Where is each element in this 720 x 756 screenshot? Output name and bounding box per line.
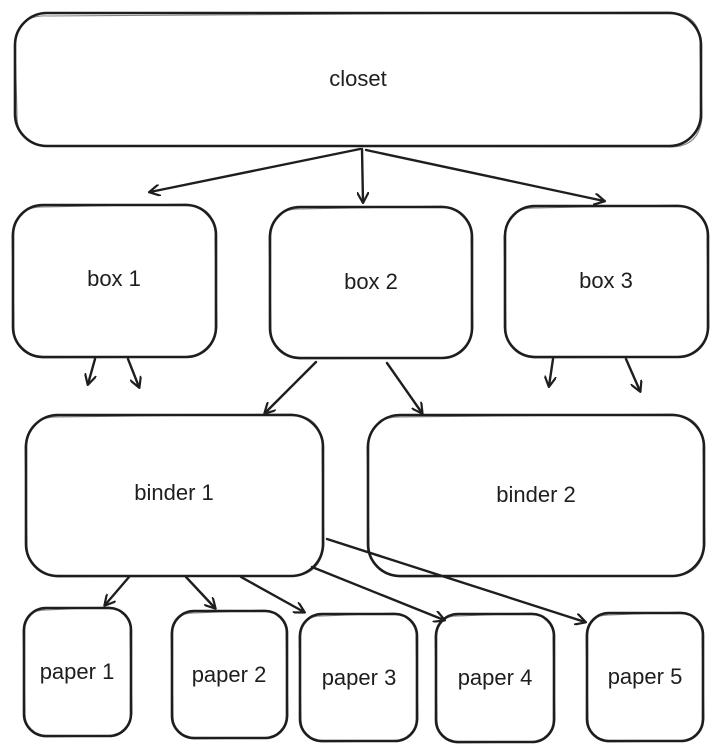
- paper-5-label: paper 5: [608, 664, 683, 689]
- arrow-binder-1-to-paper-2: [184, 575, 215, 608]
- binder-1-label: binder 1: [134, 480, 214, 505]
- node-binder-1: binder 1: [24, 413, 325, 578]
- arrow-closet-to-box-3: [364, 148, 604, 201]
- arrow-box-3-left: [549, 357, 553, 386]
- node-paper-3: paper 3: [298, 612, 419, 743]
- arrow-binder-1-to-paper-1: [105, 575, 131, 605]
- arrow-box-3-right: [624, 357, 640, 391]
- node-paper-1: paper 1: [22, 606, 133, 738]
- arrow-binder-1-to-paper-5: [325, 537, 585, 622]
- node-paper-2: paper 2: [170, 609, 289, 740]
- arrow-box-2-to-binder-1: [265, 360, 318, 413]
- box-2-label: box 2: [344, 269, 398, 294]
- node-paper-5: paper 5: [585, 611, 705, 743]
- arrow-closet-to-box-1: [150, 147, 362, 192]
- node-box-3: box 3: [503, 204, 710, 359]
- box-1-label: box 1: [87, 266, 141, 291]
- paper-1-label: paper 1: [40, 659, 115, 684]
- node-box-1: box 1: [11, 203, 218, 359]
- node-closet: closet: [13, 11, 703, 148]
- arrow-closet-to-box-2: [362, 147, 363, 202]
- box-3-label: box 3: [579, 268, 633, 293]
- node-box-2: box 2: [268, 205, 474, 360]
- arrow-binder-1-to-paper-3: [239, 575, 304, 612]
- paper-4-label: paper 4: [458, 665, 533, 690]
- paper-3-label: paper 3: [322, 665, 397, 690]
- arrow-binder-1-to-paper-4: [310, 565, 444, 620]
- arrow-box-1-right: [126, 357, 139, 387]
- binder-2-label: binder 2: [496, 482, 576, 507]
- arrow-box-1-left: [88, 357, 95, 384]
- arrow-box-2-to-binder-2: [385, 361, 422, 413]
- paper-2-label: paper 2: [192, 662, 267, 687]
- closet-label: closet: [329, 66, 386, 91]
- node-binder-2: binder 2: [366, 413, 706, 578]
- node-paper-4: paper 4: [434, 612, 556, 744]
